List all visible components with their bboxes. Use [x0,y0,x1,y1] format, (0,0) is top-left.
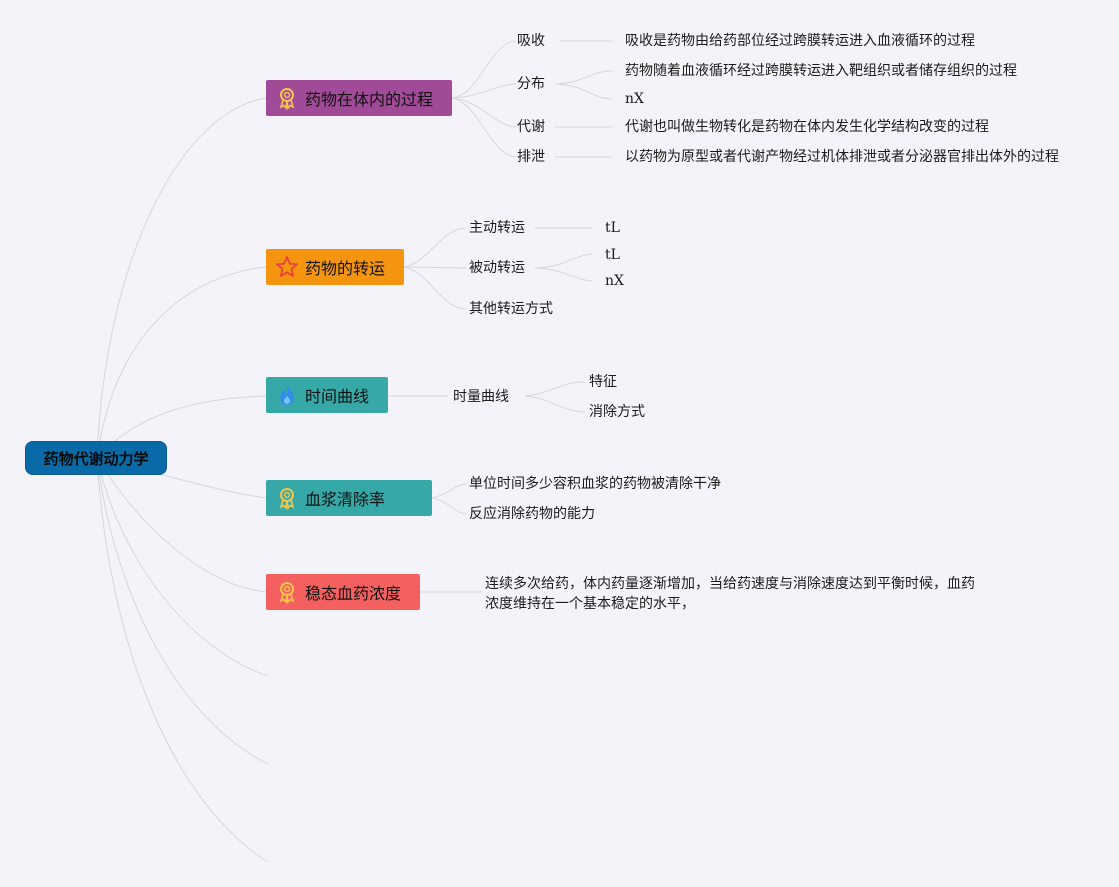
connector-transport-active [403,227,467,268]
node-distribute-nx[interactable]: nX [625,91,644,107]
connector-root-empty-1 [96,457,269,677]
ribbon-badge-icon [275,580,299,604]
connector-clearance-ability [431,497,467,515]
node-metabolism[interactable]: 代谢 [517,119,545,135]
connector-process-absorb [451,40,517,99]
connector-amount-elimination [524,395,586,413]
connector-passive-tl [534,253,593,269]
topic-label: 药物在体内的过程 [305,90,434,109]
connector-transport-other [403,266,467,310]
connector-root-empty-2 [96,457,269,765]
connector-distribute-detail [554,70,613,85]
node-absorb-detail[interactable]: 吸收是药物由给药部位经过跨膜转运进入血液循环的过程 [625,33,975,49]
node-distribute-detail[interactable]: 药物随着血液循环经过跨膜转运进入靶组织或者储存组织的过程 [625,63,1017,79]
node-time-amount-curve[interactable]: 时量曲线 [453,389,509,405]
flame-icon [275,383,299,407]
ribbon-badge-icon [275,86,299,110]
connector-passive-nx [534,267,593,282]
node-clearance-definition[interactable]: 单位时间多少容积血浆的药物被清除干净 [469,476,721,492]
node-excretion[interactable]: 排泄 [517,149,545,165]
topic-steady-state-concentration[interactable]: 稳态血药浓度 [266,574,420,610]
topic-time-curve[interactable]: 时间曲线 [266,377,388,413]
node-passive-tl[interactable]: tL [605,247,620,263]
topic-drug-transport[interactable]: 药物的转运 [266,249,404,285]
node-passive-nx[interactable]: nX [605,273,624,289]
node-metabolism-detail[interactable]: 代谢也叫做生物转化是药物在体内发生化学结构改变的过程 [625,119,989,135]
connector-root-steady [96,457,267,593]
node-steady-state-definition[interactable]: 连续多次给药，体内药量逐渐增加，当给药速度与消除速度达到平衡时候，血药浓度维持在… [485,576,975,612]
node-feature[interactable]: 特征 [589,374,617,390]
root-label: 药物代谢动力学 [43,449,149,468]
connector-root-process [96,97,267,459]
connector-process-distribute [451,83,517,99]
connector-transport-passive [403,266,467,269]
root-node[interactable]: 药物代谢动力学 [25,441,167,475]
node-distribute[interactable]: 分布 [517,76,545,92]
topic-label: 药物的转运 [305,259,386,278]
connector-process-metabolism [451,97,517,128]
node-other-transport[interactable]: 其他转运方式 [469,301,553,317]
node-clearance-ability[interactable]: 反应消除药物的能力 [469,506,595,522]
ribbon-badge-icon [275,486,299,510]
node-excretion-detail[interactable]: 以药物为原型或者代谢产物经过机体排泄或者分泌器官排出体外的过程 [625,149,1059,165]
topic-label: 血浆清除率 [305,490,386,509]
connector-root-empty-3 [96,457,269,863]
connector-amount-feature [524,381,586,397]
topic-label: 时间曲线 [305,387,370,406]
node-active-tl[interactable]: tL [605,220,620,236]
topic-label: 稳态血药浓度 [305,584,402,603]
node-active-transport[interactable]: 主动转运 [469,220,525,236]
connector-process-excretion [451,97,517,158]
connector-root-transport [96,266,267,459]
node-elimination-mode[interactable]: 消除方式 [589,404,645,420]
star-icon [275,255,299,279]
node-passive-transport[interactable]: 被动转运 [469,260,525,276]
connector-distribute-nx [554,83,613,100]
connector-clearance-def [431,483,467,499]
node-absorb[interactable]: 吸收 [517,33,545,49]
topic-drug-process[interactable]: 药物在体内的过程 [266,80,452,116]
topic-plasma-clearance[interactable]: 血浆清除率 [266,480,432,516]
